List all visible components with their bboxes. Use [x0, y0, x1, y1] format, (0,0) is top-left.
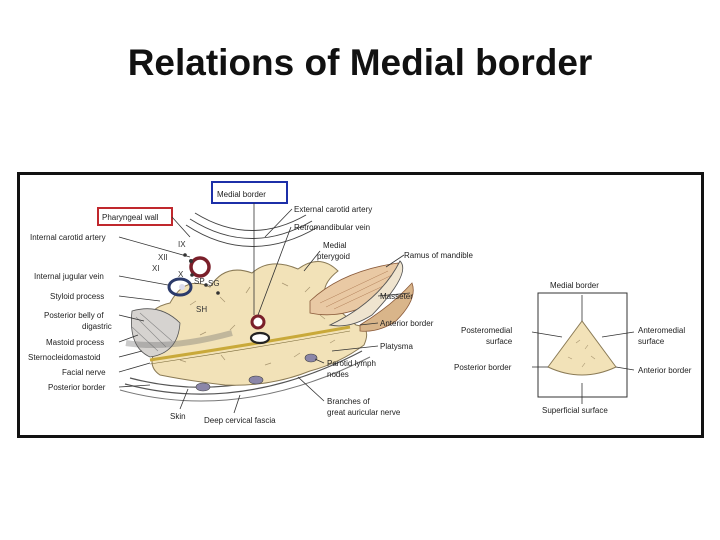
ramus-of-mandible [328, 260, 404, 327]
label-external-carotid-artery: External carotid artery [294, 205, 372, 214]
label-facial-nerve: Facial nerve [62, 368, 106, 377]
label-superficial-surface: Superficial surface [542, 406, 608, 415]
label-mastoid-process: Mastoid process [46, 338, 104, 347]
label-internal-carotid-artery: Internal carotid artery [30, 233, 106, 242]
label-retromandibular-vein: Retromandibular vein [294, 223, 370, 232]
label-sh: SH [196, 305, 207, 314]
label-sg: SG [208, 279, 220, 288]
label-posterior-belly-line2: digastric [82, 322, 112, 331]
label-medial-border-right: Medial border [550, 281, 599, 290]
facial-nerve-strip [149, 325, 351, 362]
label-posterior-belly-line1: Posterior belly of [44, 311, 104, 320]
parotid-surfaces-diagram [531, 292, 635, 404]
label-medial-pterygoid-line2: pterygoid [317, 252, 350, 261]
lymph-nodes [195, 353, 318, 392]
retromandibular-vein [249, 331, 271, 345]
label-posteromedial-line2: surface [486, 337, 513, 346]
label-branches-line2: great auricular nerve [327, 408, 401, 417]
label-anteromedial-line1: Anteromedial [638, 326, 685, 335]
pharyngeal-wall-arcs [185, 212, 319, 247]
internal-carotid-artery [189, 256, 211, 278]
label-sternocleidomastoid: Sternocleidomastoid [28, 353, 100, 362]
masseter [359, 282, 414, 332]
label-medial-border: Medial border [217, 190, 266, 199]
label-parotid-lymph-line1: Parotid lymph [327, 359, 376, 368]
surfaces-frame [537, 292, 628, 398]
label-styloid-process: Styloid process [50, 292, 104, 301]
label-posterior-border-left: Posterior border [48, 383, 106, 392]
medial-border-highlight-box [211, 181, 288, 204]
pharyngeal-wall-highlight-box [97, 207, 173, 226]
label-deep-cervical-fascia: Deep cervical fascia [204, 416, 276, 425]
label-ramus-of-mandible: Ramus of mandible [404, 251, 473, 260]
label-parotid-lymph-line2: nodes [327, 370, 349, 379]
label-skin: Skin [170, 412, 186, 421]
label-medial-pterygoid-line1: Medial [323, 241, 347, 250]
parotid-pyramid [547, 320, 617, 376]
label-anterior-border-left: Anterior border [380, 319, 434, 328]
label-anterior-border-right: Anterior border [638, 366, 692, 375]
label-nerve-ix: IX [178, 240, 186, 249]
great-vessels [167, 253, 271, 345]
label-anteromedial-line2: surface [638, 337, 665, 346]
parotid-cross-section-diagram: Medial border Pharyngeal wall Internal c… [28, 181, 692, 425]
label-posterior-border-right: Posterior border [454, 363, 512, 372]
label-nerve-x: X [178, 270, 184, 279]
label-sp: SP [194, 277, 205, 286]
label-internal-jugular-vein: Internal jugular vein [34, 272, 104, 281]
label-platysma: Platysma [380, 342, 413, 351]
internal-jugular-vein [167, 277, 193, 297]
parotid-relations-figure: Medial border Pharyngeal wall Internal c… [17, 172, 704, 438]
external-carotid-artery [250, 314, 266, 330]
label-nerve-xii: XII [158, 253, 168, 262]
label-pharyngeal-wall: Pharyngeal wall [102, 213, 159, 222]
label-branches-line1: Branches of [327, 397, 370, 406]
label-nerve-xi: XI [152, 264, 160, 273]
slide-title: Relations of Medial border [127, 42, 593, 83]
label-posteromedial-line1: Posteromedial [461, 326, 512, 335]
label-masseter: Masseter [380, 292, 413, 301]
left-leader-lines [118, 203, 411, 414]
